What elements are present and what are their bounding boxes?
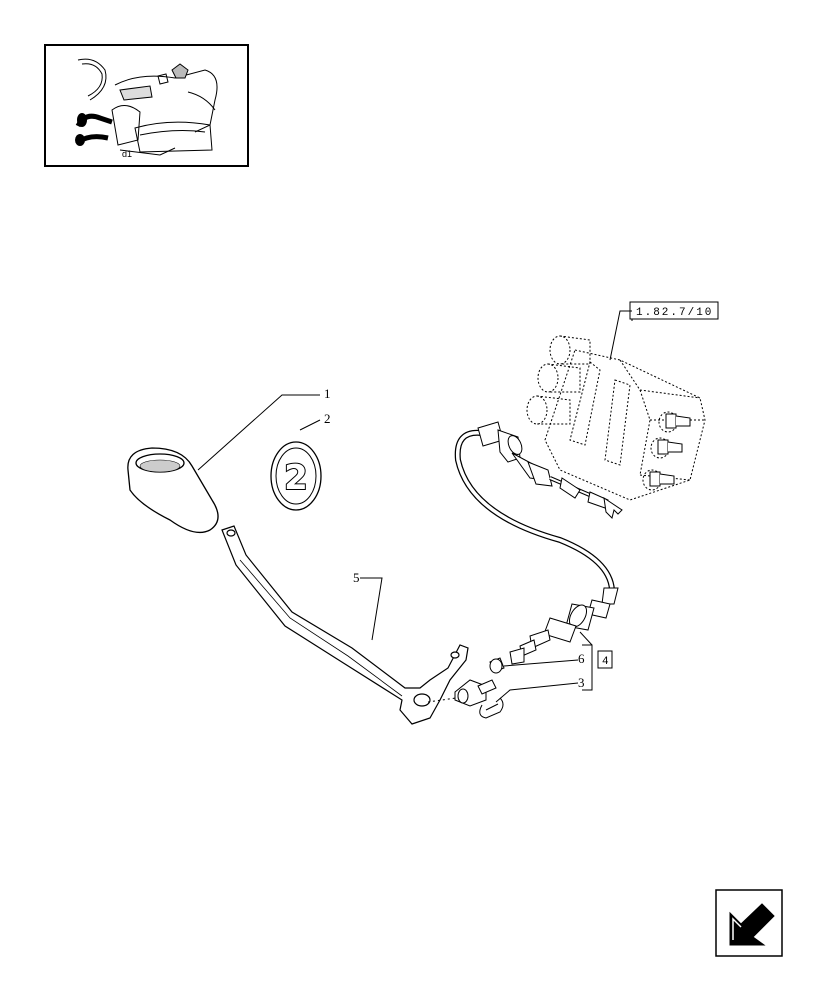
callout-leaders	[197, 394, 593, 703]
back-arrow-icon[interactable]	[715, 889, 783, 957]
reference-leader	[609, 310, 632, 361]
callout-2: 2	[324, 411, 331, 426]
locator-label: d1	[122, 149, 132, 159]
badge-number: 2	[284, 458, 308, 498]
kit-box-text: 4	[602, 656, 609, 668]
part-badge: 2	[270, 441, 322, 511]
callout-numbers: 1 2 5 6 3	[324, 386, 585, 690]
callout-1: 1	[324, 386, 331, 401]
small-parts	[454, 657, 505, 719]
kit-box[interactable]: 4	[597, 650, 613, 669]
reference-box-text: 1.82.7/10	[636, 307, 713, 319]
callout-6: 6	[578, 651, 585, 666]
locator-thumbnail: d1	[44, 44, 249, 167]
lever-knob	[127, 447, 219, 534]
callout-5: 5	[353, 570, 360, 585]
control-valve	[526, 335, 706, 501]
reference-box[interactable]: 1.82.7/10	[629, 301, 719, 321]
control-cable	[454, 421, 623, 665]
control-lever	[221, 525, 469, 725]
callout-3: 3	[578, 675, 585, 690]
